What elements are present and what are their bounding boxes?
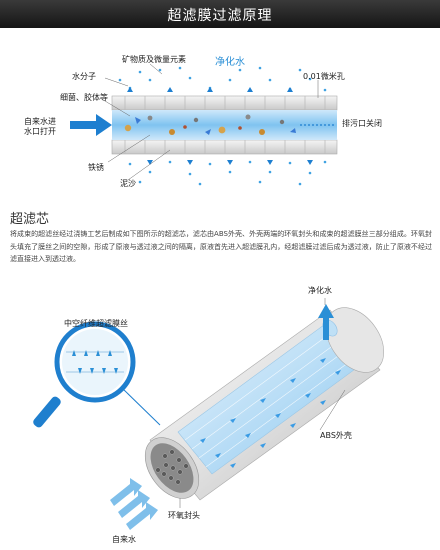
section-title: 超滤芯 [10, 212, 50, 227]
label-rust: 铁锈 [88, 163, 104, 172]
label-minerals: 矿物质及微量元素 [122, 55, 186, 64]
outflow-arrows [127, 87, 313, 165]
water-molecules [118, 66, 327, 186]
page-title: 超滤膜过滤原理 [167, 8, 273, 24]
cartridge-illustration [110, 304, 385, 530]
label-epoxy-seal: 环氧封头 [168, 511, 200, 520]
header-bar: 超滤膜过滤原理 [0, 0, 440, 28]
label-inlet: 自来水进 水口打开 [24, 117, 56, 136]
label-tap-water: 自来水 [112, 535, 136, 544]
leader-lines [99, 63, 319, 181]
label-water-molecule: 水分子 [72, 72, 96, 81]
label-drain: 排污口关闭 [342, 119, 382, 128]
leader-lines-2 [179, 298, 346, 508]
impurity-particles [124, 114, 296, 135]
label-silt: 泥沙 [120, 179, 136, 188]
label-abs-shell: ABS外壳 [320, 431, 352, 440]
membrane-bottom-wall [111, 139, 338, 155]
label-clean-water: 净化水 [215, 57, 245, 68]
label-hollow-fiber: 中空纤维超滤膜丝 [64, 319, 128, 328]
magnifier-icon [33, 321, 161, 428]
membrane-pores [124, 96, 326, 154]
label-pore-size: 0.01微米孔 [303, 72, 345, 81]
section-paragraph: 将成束的超滤丝经过浇铸工艺后制成如下图所示的超滤芯，滤芯由ABS外壳、外壳两端的… [10, 230, 432, 263]
label-clean-water-2: 净化水 [308, 286, 332, 295]
label-bacteria: 细菌、胶体等 [60, 93, 108, 102]
inlet-arrow [70, 114, 112, 136]
membrane-top-wall [111, 95, 338, 111]
water-channel [112, 110, 337, 140]
